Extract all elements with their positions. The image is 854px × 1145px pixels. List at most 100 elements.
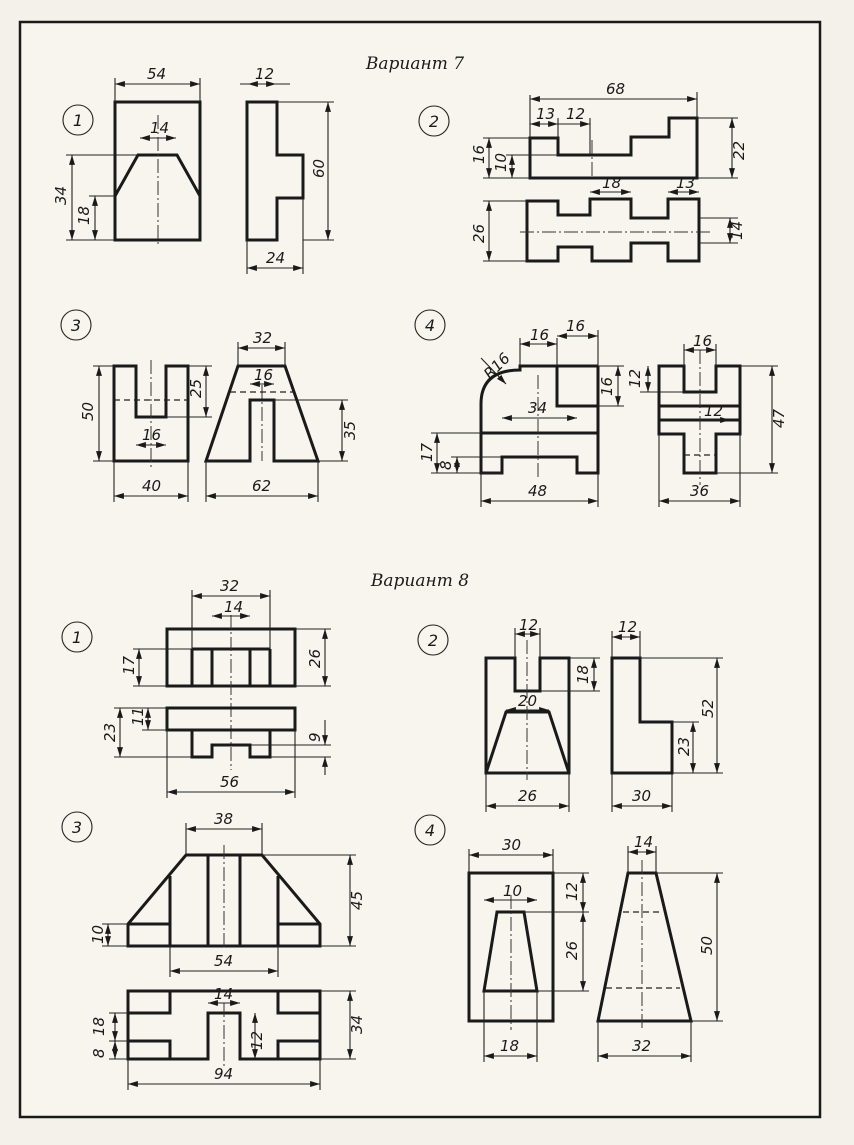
dim-label: 12 <box>618 618 637 636</box>
top-view-line <box>128 1039 172 1059</box>
front-view <box>113 100 202 242</box>
dim-label: 13 <box>536 105 555 123</box>
dim-label: 30 <box>502 836 521 854</box>
dim-label: 16 <box>566 317 585 335</box>
variant-7-title: Вариант 7 <box>365 54 464 74</box>
dim-label: 12 <box>519 616 538 634</box>
task-number-circle <box>414 814 446 846</box>
v7-task-3: 3 32 16 50 25 16 35 40 62 <box>60 309 359 502</box>
dim-label: 8 <box>90 1048 108 1058</box>
dim-label: 23 <box>101 723 119 742</box>
dim-label: 17 <box>120 655 138 675</box>
dim-label: 25 <box>187 379 205 398</box>
dim-label: 50 <box>79 402 97 421</box>
dim-label: 18 <box>574 665 592 684</box>
task-number-circle <box>61 811 93 843</box>
task-number-circle <box>60 309 92 341</box>
dim-label: 54 <box>214 952 233 970</box>
top-view-line <box>276 991 320 1015</box>
dim-label: 26 <box>470 224 488 243</box>
dim-label: 12 <box>563 882 581 901</box>
dim-label: 32 <box>632 1037 651 1055</box>
dim-label: 23 <box>675 737 693 756</box>
front-view <box>112 364 190 463</box>
dim-label: 12 <box>255 65 274 83</box>
dim-label: 18 <box>90 1017 108 1036</box>
dim-label: 38 <box>214 810 233 828</box>
v8-task-3: 3 38 45 10 54 18 14 <box>61 810 366 1090</box>
dim-label: 18 <box>75 206 93 225</box>
dim-label: 10 <box>503 882 522 900</box>
dim-label: 17 <box>418 442 436 462</box>
dim-label: 12 <box>704 402 723 420</box>
dim-label: 60 <box>310 159 328 178</box>
dim-label: 62 <box>252 477 271 495</box>
v8-task-2: 2 12 12 18 20 52 23 26 30 <box>417 616 723 812</box>
top-view <box>528 116 699 180</box>
dim-label: 47 <box>770 408 788 428</box>
dim-label: 12 <box>626 369 644 388</box>
page-frame <box>18 20 822 1119</box>
dim-line <box>480 357 507 385</box>
dim-label: 30 <box>632 787 651 805</box>
dim-label: 35 <box>341 421 359 440</box>
dim-label: 34 <box>528 399 547 417</box>
task-number-circle <box>414 309 446 341</box>
front-view <box>525 197 701 263</box>
dim-label: 32 <box>253 329 272 347</box>
dim-label: 32 <box>220 577 239 595</box>
task-number: 2 <box>429 112 439 131</box>
dim-label: 16 <box>530 326 549 344</box>
dim-label: 14 <box>728 221 746 240</box>
dim-label: 45 <box>348 891 366 910</box>
dim-label: 94 <box>214 1065 233 1083</box>
top-view-line <box>276 1039 320 1059</box>
dim-label: 48 <box>528 482 547 500</box>
task-number: 1 <box>72 628 82 647</box>
task-number: 2 <box>428 631 438 650</box>
task-number: 3 <box>71 316 81 335</box>
dim-label: 24 <box>266 249 285 267</box>
dim-label: 14 <box>224 598 243 616</box>
dim-label: 52 <box>699 699 717 718</box>
dim-label: 11 <box>129 707 147 726</box>
dim-label: 14 <box>150 119 169 137</box>
task-number: 1 <box>73 111 83 130</box>
top-view-line <box>128 991 172 1015</box>
dim-label: 16 <box>142 426 161 444</box>
dim-label: 14 <box>634 833 653 851</box>
task-number-circle <box>418 105 450 137</box>
dim-label: 20 <box>518 692 537 710</box>
dim-label: 16 <box>470 145 488 164</box>
dim-label: 12 <box>566 105 585 123</box>
task-number: 3 <box>72 818 82 837</box>
v8-task-4: 4 30 14 10 12 26 50 18 32 <box>414 814 723 1062</box>
dim-label: 10 <box>492 153 510 172</box>
front-view <box>467 871 555 1023</box>
dim-label: 22 <box>730 141 748 160</box>
dim-label: 34 <box>348 1015 366 1034</box>
dim-label: 56 <box>220 773 239 791</box>
dim-label: 16 <box>254 366 273 384</box>
dim-label: 40 <box>142 477 161 495</box>
task-number-circle <box>417 624 449 656</box>
dim-label: 16 <box>598 377 616 396</box>
dim-label: 9 <box>306 732 324 742</box>
task-number-circle <box>61 621 93 653</box>
dim-label: 36 <box>690 482 709 500</box>
dim-label: 10 <box>89 925 107 944</box>
task-number-circle <box>62 104 94 136</box>
v7-task-1: 1 54 12 14 34 18 60 24 <box>52 65 334 274</box>
dim-label: 13 <box>676 174 695 192</box>
front-view <box>479 364 600 475</box>
dim-label: 68 <box>606 80 625 98</box>
v8-task-1: 1 32 14 17 26 23 11 9 <box>61 577 331 798</box>
dim-label: 18 <box>500 1037 519 1055</box>
dim-label: 18 <box>602 174 621 192</box>
dim-label: 8 <box>437 460 455 470</box>
dim-label: 50 <box>698 936 716 955</box>
dim-label: 26 <box>306 649 324 668</box>
dim-label: 26 <box>518 787 537 805</box>
task-number: 4 <box>425 316 435 335</box>
